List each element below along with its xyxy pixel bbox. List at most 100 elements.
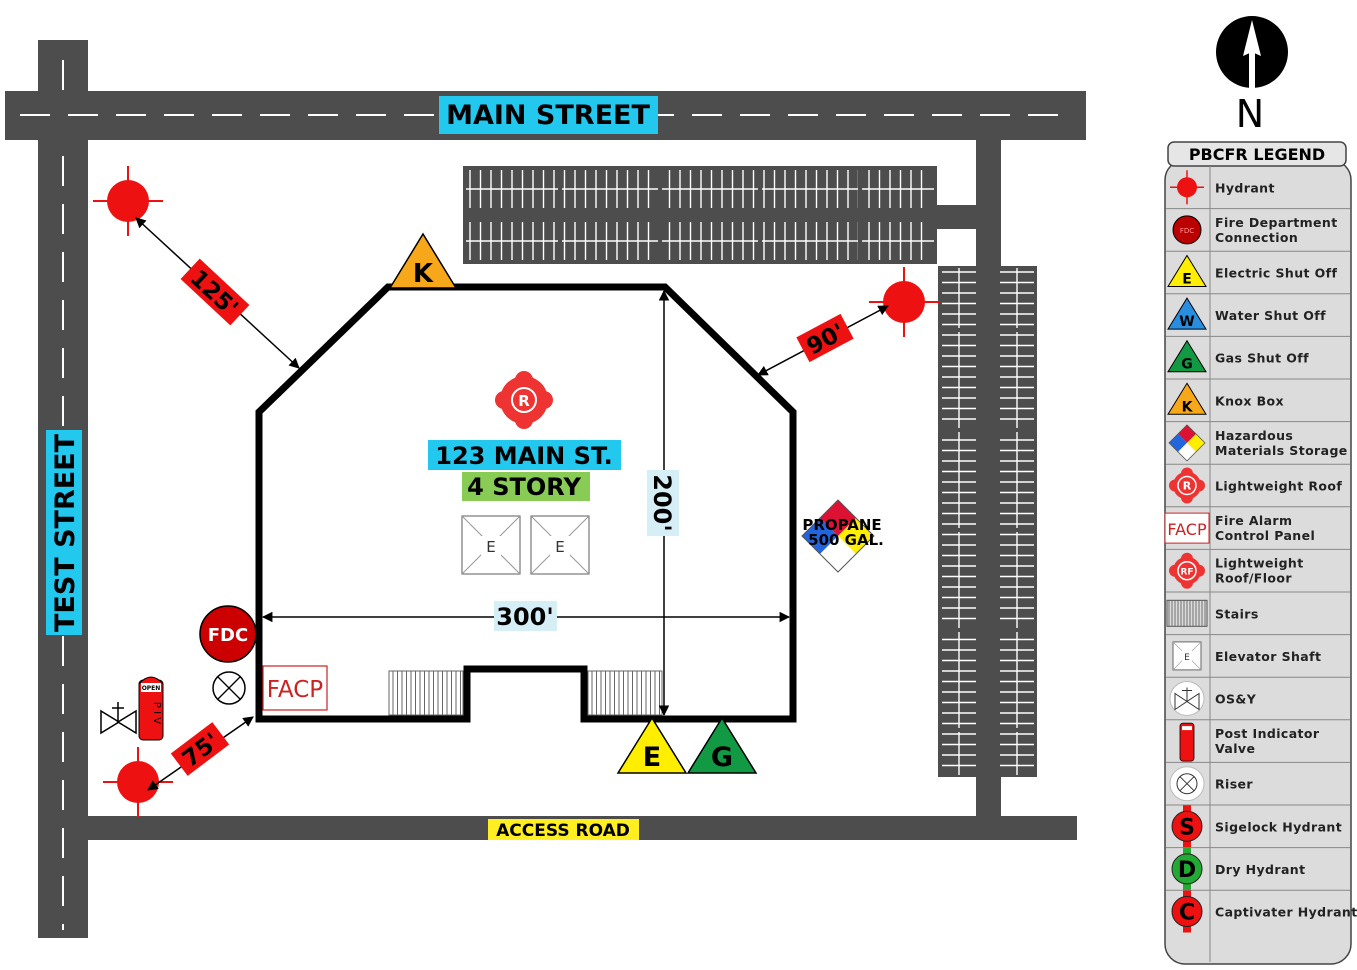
legend-label: Stairs xyxy=(1215,606,1259,621)
stairs-west xyxy=(388,670,464,716)
svg-text:S: S xyxy=(1179,815,1195,840)
facp-icon: FACP xyxy=(262,665,328,711)
parking-connector xyxy=(936,205,978,229)
legend-label: Electric Shut Off xyxy=(1215,266,1337,281)
legend-row-16: Sigelock Hydrant xyxy=(1166,804,1350,834)
legend-label: OS&Y xyxy=(1215,692,1257,707)
legend-row-5: Gas Shut Off xyxy=(1166,335,1350,366)
riser-icon xyxy=(212,671,246,705)
svg-text:D: D xyxy=(1178,858,1196,883)
fdc-icon: FDC xyxy=(1172,215,1202,245)
elevator-shaft-2: E xyxy=(530,515,590,575)
svg-text:G: G xyxy=(711,742,733,773)
legend-label: Captivater Hydrant xyxy=(1215,905,1357,920)
legend-title-box xyxy=(1167,141,1347,167)
elevator-shaft-1: E xyxy=(461,515,521,575)
svg-text:FDC: FDC xyxy=(1180,227,1194,235)
legend-label-line1: Fire Alarm xyxy=(1215,513,1292,528)
legend-label-line2: Materials Storage xyxy=(1215,443,1348,458)
propane-label-line2: 500 GAL. xyxy=(808,531,884,549)
legend-label-line1: Post Indicator xyxy=(1215,726,1320,741)
post-indicator-valve-icon: OPEN P I V xyxy=(138,676,164,741)
hydrant-sw xyxy=(103,747,173,817)
svg-text:FACP: FACP xyxy=(267,677,324,703)
legend-row-11: Stairs xyxy=(1166,591,1350,621)
lightweight-roof-icon: R xyxy=(1169,467,1205,504)
building-footprint xyxy=(255,283,797,723)
legend-row-8: Lightweight Roof xyxy=(1166,463,1350,494)
electric-shutoff-icon: E xyxy=(616,716,688,774)
lightweight-roof-floor-icon: RF xyxy=(1169,552,1205,589)
osy-valve-icon xyxy=(1169,681,1205,716)
sigelock-hydrant-icon: S xyxy=(1171,805,1203,848)
legend-label-line1: Lightweight xyxy=(1215,556,1304,571)
knox-box-icon: K xyxy=(388,232,458,289)
svg-text:OPEN: OPEN xyxy=(142,685,161,692)
svg-text:K: K xyxy=(413,259,434,289)
water-shutoff-icon: W xyxy=(1167,297,1207,330)
legend-row-17: Dry Hydrant xyxy=(1166,847,1350,877)
legend-row-13: OS&Y xyxy=(1166,676,1350,707)
legend-label-line2: Control Panel xyxy=(1215,528,1315,543)
hydrant-ne xyxy=(869,267,939,337)
dry-hydrant-icon: D xyxy=(1171,847,1203,890)
facp-icon: FACP xyxy=(1164,512,1210,544)
legend-label: Dry Hydrant xyxy=(1215,862,1305,877)
stairs-icon xyxy=(1166,599,1208,627)
riser-icon xyxy=(1169,766,1205,802)
legend-title: PBCFR LEGEND xyxy=(1189,145,1325,164)
svg-text:E: E xyxy=(1184,653,1190,663)
svg-text:E: E xyxy=(486,538,495,556)
legend-label: Hydrant xyxy=(1215,180,1275,195)
svg-text:E: E xyxy=(555,538,564,556)
legend-label: Riser xyxy=(1215,777,1253,792)
legend-row-12: Elevator Shaft xyxy=(1166,634,1350,664)
access-road-label: ACCESS ROAD xyxy=(496,821,630,841)
north-label: N xyxy=(1236,92,1264,136)
legend-row-3: Electric Shut Off xyxy=(1166,250,1350,281)
osy-valve-icon xyxy=(100,702,137,735)
captivater-hydrant-icon: C xyxy=(1171,890,1203,933)
legend-label: Knox Box xyxy=(1215,393,1284,408)
test-street-label: TEST STREET xyxy=(50,433,81,632)
legend-label: Gas Shut Off xyxy=(1215,351,1309,366)
hazmat-diamond-icon xyxy=(801,499,875,573)
width-dimension-label: 300' xyxy=(496,603,553,631)
gas-shutoff-icon: G xyxy=(686,716,758,774)
legend-row-1: Hydrant xyxy=(1215,180,1275,195)
legend-label-line2: Connection xyxy=(1215,230,1298,245)
building-stories: 4 STORY xyxy=(467,473,581,501)
legend-label-line1: Hazardous xyxy=(1215,428,1293,443)
depth-dimension-label: 200' xyxy=(648,474,676,531)
gas-shutoff-icon: G xyxy=(1167,339,1207,373)
legend-row-15: Riser xyxy=(1166,761,1350,792)
svg-text:FACP: FACP xyxy=(1167,520,1207,539)
lightweight-roof-icon: R xyxy=(495,371,553,429)
legend-label: Elevator Shaft xyxy=(1215,649,1321,664)
post-indicator-valve-icon xyxy=(1179,722,1195,762)
svg-text:E: E xyxy=(643,742,661,773)
svg-text:E: E xyxy=(1182,272,1192,288)
fdc-icon: FDC xyxy=(199,605,257,663)
legend-row-6: Knox Box xyxy=(1166,378,1350,408)
svg-text:W: W xyxy=(1179,314,1194,330)
electric-shutoff-icon: E xyxy=(1167,254,1207,288)
legend-label-line1: Fire Department xyxy=(1215,215,1338,230)
svg-text:K: K xyxy=(1182,399,1194,415)
svg-text:RF: RF xyxy=(1180,568,1193,578)
svg-text:R: R xyxy=(518,392,530,410)
legend-row-18: Captivater Hydrant xyxy=(1166,889,1357,920)
svg-text:C: C xyxy=(1179,901,1195,926)
knox-box-icon: K xyxy=(1167,382,1207,415)
legend-label: Water Shut Off xyxy=(1215,308,1326,323)
svg-text:G: G xyxy=(1181,357,1193,373)
legend-label: Lightweight Roof xyxy=(1215,479,1342,494)
svg-text:FDC: FDC xyxy=(208,625,248,646)
